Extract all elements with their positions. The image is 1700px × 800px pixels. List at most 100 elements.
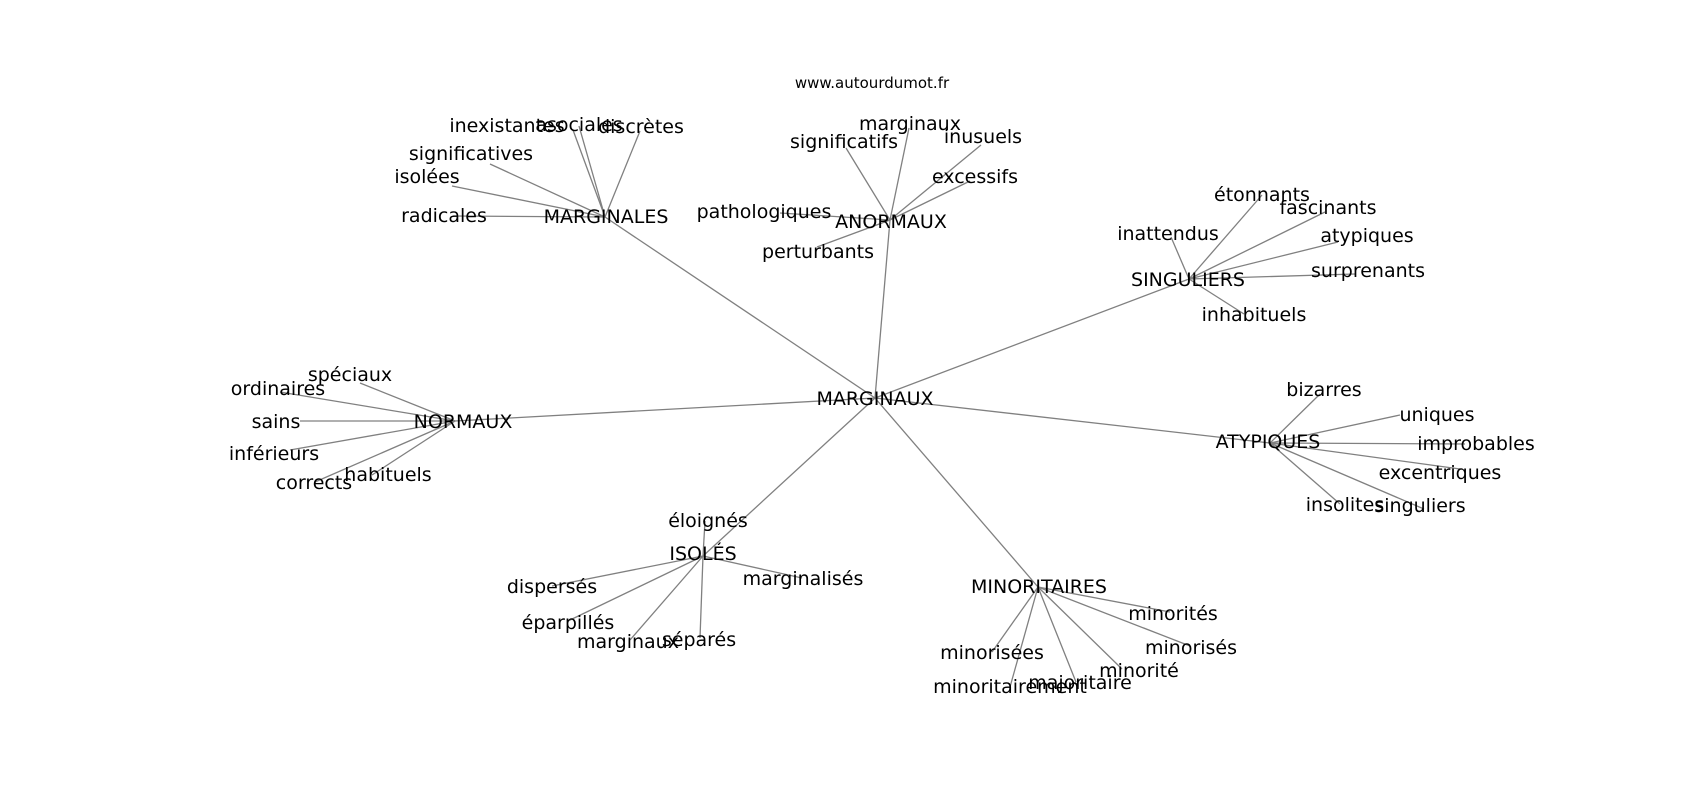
leaf-node-label: surprenants — [1311, 260, 1425, 282]
edge-hub-to-leaf — [702, 555, 803, 579]
edge-hub-to-leaf — [845, 147, 891, 221]
leaf-node-label: minorités — [1128, 603, 1218, 625]
graph-edges — [279, 125, 1466, 688]
leaf-node-label: bizarres — [1286, 379, 1361, 401]
hub-node-label: ANORMAUX — [835, 211, 947, 233]
edge-center-to-hub — [454, 397, 876, 422]
edge-hub-to-leaf — [1269, 414, 1401, 444]
leaf-node-label: séparés — [662, 629, 736, 651]
edge-hub-to-leaf — [816, 219, 891, 248]
leaf-node-label: minorisés — [1145, 637, 1237, 659]
leaf-node-label: dispersés — [507, 576, 597, 598]
leaf-node-label: excessifs — [932, 166, 1018, 188]
watermark: www.autourdumot.fr — [795, 74, 950, 92]
leaf-node-label: asociales — [535, 114, 622, 136]
leaf-node-label: inférieurs — [229, 443, 319, 465]
hub-node-label: ISOLÉS — [669, 542, 736, 565]
leaf-node-label: singuliers — [1374, 495, 1465, 517]
edge-hub-to-leaf — [578, 125, 606, 218]
edge-center-to-hub — [874, 397, 1039, 588]
edge-hub-to-leaf — [567, 555, 704, 622]
edge-hub-to-leaf — [889, 144, 982, 221]
leaf-node-label: improbables — [1417, 433, 1535, 455]
leaf-node-label: significatives — [409, 143, 533, 165]
leaf-node-label: marginaux — [577, 631, 679, 653]
edge-hub-to-leaf — [359, 382, 456, 422]
edge-center-to-hub — [874, 397, 1271, 444]
leaf-node-label: significatifs — [790, 131, 898, 153]
leaf-node-label: pathologiques — [697, 201, 832, 223]
leaf-node-label: éloignés — [668, 510, 748, 532]
edge-hub-to-leaf — [699, 555, 704, 639]
leaf-node-label: discrètes — [598, 116, 684, 138]
edge-hub-to-leaf — [452, 215, 606, 218]
edge-hub-to-leaf — [1269, 442, 1461, 470]
edge-hub-to-leaf — [1269, 442, 1341, 505]
edge-hub-to-leaf — [572, 129, 606, 218]
edge-hub-to-leaf — [1037, 586, 1171, 613]
center-node-label: MARGINAUX — [816, 388, 933, 410]
edge-hub-to-leaf — [289, 420, 456, 451]
leaf-node-label: perturbants — [762, 241, 874, 263]
leaf-node-label: éparpillés — [522, 612, 615, 634]
leaf-node-label: uniques — [1399, 404, 1474, 426]
edge-hub-to-leaf — [371, 420, 456, 476]
hub-node-label: NORMAUX — [414, 411, 513, 433]
edge-hub-to-leaf — [889, 127, 910, 221]
leaf-node-label: sains — [252, 411, 301, 433]
edge-hub-to-leaf — [702, 520, 706, 557]
edge-hub-to-leaf — [604, 130, 641, 218]
leaf-node-label: majoritaire — [1028, 672, 1132, 694]
leaf-node-label: excentriques — [1379, 462, 1502, 484]
leaf-node-label: fascinants — [1279, 197, 1376, 219]
graph-nodes: MARGINALES inexistantesasocialesdiscrètes… — [229, 113, 1535, 698]
leaf-node-label: insolites — [1306, 494, 1384, 516]
edge-hub-to-leaf — [489, 163, 606, 218]
edge-hub-to-leaf — [451, 185, 606, 218]
edge-hub-to-leaf — [1188, 194, 1263, 280]
edge-center-to-hub — [874, 219, 891, 399]
leaf-node-label: isolées — [394, 166, 459, 188]
leaf-node-label: inhabituels — [1202, 304, 1307, 326]
edge-hub-to-leaf — [1188, 241, 1339, 280]
leaf-node-label: radicales — [401, 205, 487, 227]
edge-center-to-hub — [604, 216, 876, 399]
edge-center-to-hub — [874, 278, 1190, 399]
leaf-node-label: atypiques — [1320, 225, 1413, 247]
leaf-node-label: marginalisés — [743, 568, 864, 590]
edge-hub-to-leaf — [1009, 586, 1039, 688]
edge-hub-to-leaf — [551, 555, 704, 587]
leaf-node-label: étonnants — [1214, 184, 1310, 206]
hub-node-label: SINGULIERS — [1131, 269, 1245, 291]
edge-hub-to-leaf — [1188, 211, 1326, 280]
edge-hub-to-leaf — [1037, 586, 1077, 683]
edge-hub-to-leaf — [629, 555, 704, 641]
edge-hub-to-leaf — [1269, 442, 1466, 445]
leaf-node-label: inusuels — [944, 126, 1022, 148]
edge-hub-to-leaf — [1037, 586, 1123, 670]
hub-node-label: MINORITAIRES — [971, 576, 1107, 598]
leaf-node-label: minoritairement — [933, 676, 1087, 698]
leaf-node-label: inexistantes — [449, 115, 564, 137]
leaf-node-label: minorité — [1099, 660, 1179, 682]
edge-hub-to-leaf — [279, 391, 456, 422]
edge-hub-to-leaf — [314, 420, 456, 483]
edge-hub-to-leaf — [889, 180, 971, 221]
leaf-node-label: marginaux — [859, 113, 961, 135]
edge-hub-to-leaf — [1188, 273, 1356, 280]
hub-node-label: ATYPIQUES — [1216, 431, 1321, 453]
edge-hub-to-leaf — [1269, 393, 1321, 444]
leaf-node-label: ordinaires — [231, 378, 325, 400]
edge-hub-to-leaf — [991, 586, 1039, 653]
edge-hub-to-leaf — [1269, 442, 1425, 510]
edge-center-to-hub — [702, 397, 876, 557]
edge-hub-to-leaf — [1188, 278, 1245, 315]
hub-node-label: MARGINALES — [544, 206, 669, 228]
leaf-node-label: habituels — [344, 464, 431, 486]
leaf-node-label: corrects — [276, 472, 352, 494]
leaf-node-label: minorisées — [940, 642, 1044, 664]
edge-hub-to-leaf — [1170, 236, 1190, 280]
edge-hub-to-leaf — [779, 212, 891, 221]
edge-hub-to-leaf — [1037, 586, 1191, 647]
